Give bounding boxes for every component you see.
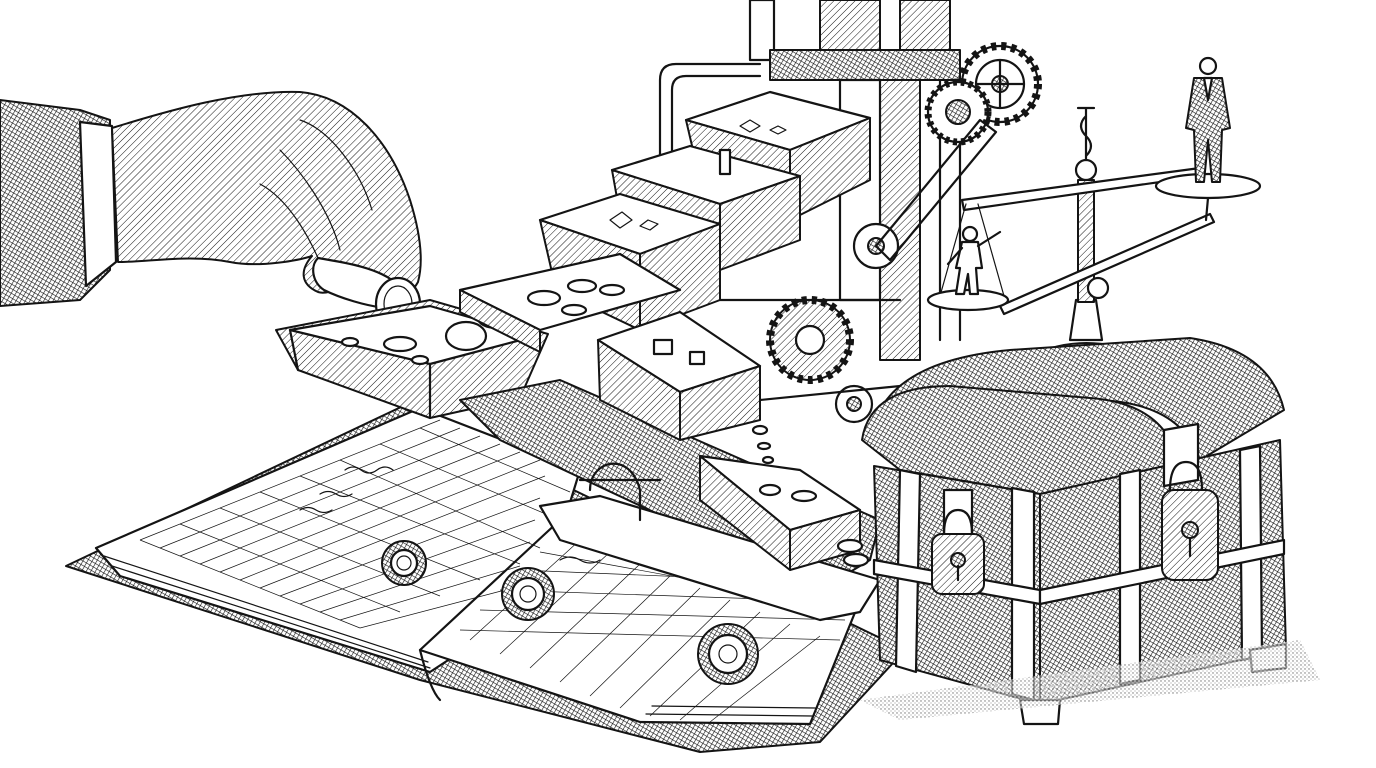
coin-chute — [458, 252, 682, 353]
ground-shadow — [860, 640, 1320, 720]
scale-pan-right — [1154, 172, 1262, 200]
output-chute — [698, 454, 870, 571]
wax-seal — [381, 540, 427, 586]
pipe — [658, 62, 762, 422]
cuff — [78, 120, 118, 288]
scale-beam-lower — [998, 212, 1216, 316]
gear — [766, 296, 854, 384]
crossbar — [769, 49, 961, 81]
wax-seal — [501, 567, 555, 621]
padlock — [931, 508, 985, 595]
hand-holding-coin — [0, 90, 422, 332]
wax-seal — [697, 623, 759, 685]
sorting-tray — [596, 310, 762, 441]
linkage-arm — [874, 118, 998, 262]
balance-scale — [926, 106, 1262, 379]
coin-tray — [275, 299, 549, 420]
businessman-figure — [1185, 56, 1231, 183]
gear — [924, 78, 992, 146]
vertical-column — [879, 79, 921, 361]
falling-coins — [751, 424, 775, 465]
machine-base-plate — [538, 494, 882, 622]
worker-figure — [946, 225, 1002, 296]
pulley — [834, 384, 874, 424]
column-top — [819, 0, 881, 51]
arch-support — [578, 462, 662, 522]
scale-pan-left — [926, 288, 1010, 312]
padlock — [1161, 460, 1219, 581]
ledger-handwriting — [299, 466, 601, 564]
sorting-machine — [458, 0, 1042, 622]
scale-finial — [1076, 106, 1096, 162]
hopper-top — [684, 90, 872, 221]
